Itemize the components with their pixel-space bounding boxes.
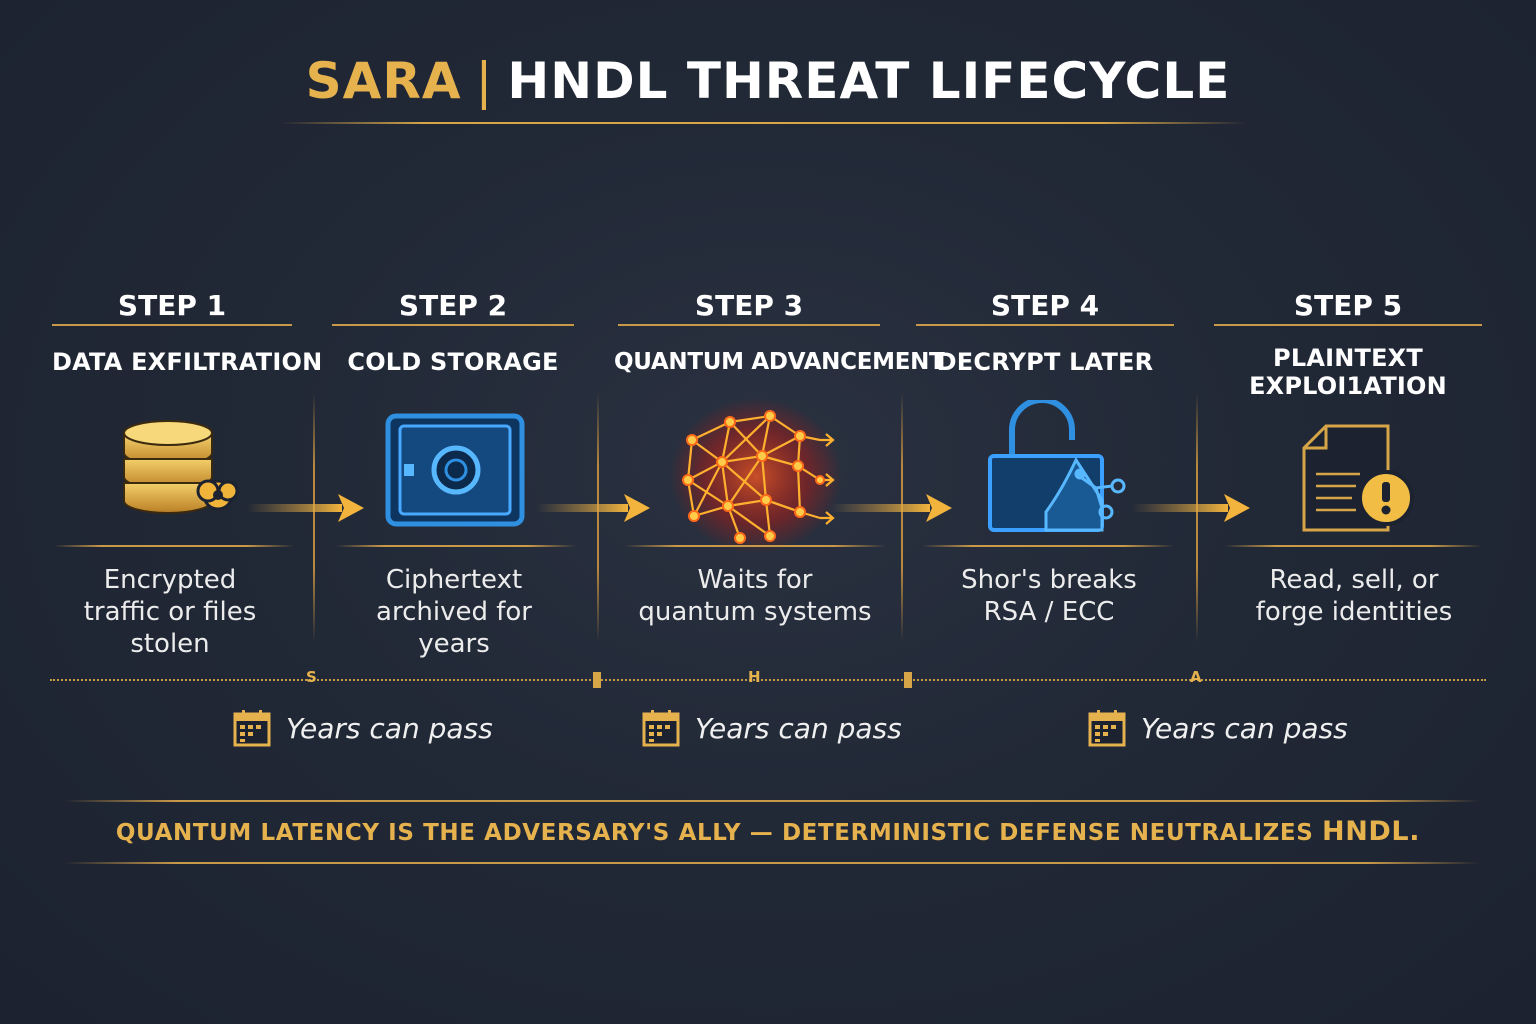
tagline-bottom-rule xyxy=(64,862,1480,864)
timeline-line xyxy=(50,679,1486,681)
step-divider xyxy=(1196,392,1198,642)
title-text: HNDL THREAT LIFECYCLE xyxy=(507,52,1231,110)
calendar-icon xyxy=(642,710,680,747)
step-1-lower-rule xyxy=(54,545,294,547)
desc-line: Waits for xyxy=(697,565,813,595)
desc-line: years xyxy=(418,629,490,659)
step-1-label: STEP 1 xyxy=(117,289,227,322)
flow-arrow xyxy=(246,494,364,522)
step-5-description: Read, sell, or forge identities xyxy=(1220,564,1488,628)
step-1-name: DATA EXFILTRATION xyxy=(52,348,323,376)
step-5-name-line-2: EXPLOI1ATION xyxy=(1249,372,1447,400)
step-5-rule xyxy=(1214,324,1482,326)
tagline: QUANTUM LATENCY IS THE ADVERSARY'S ALLY … xyxy=(0,816,1536,847)
timeline-letter: S xyxy=(306,668,317,686)
step-4: STEP 4 DECRYPT LATER xyxy=(916,288,1174,376)
flow-arrow xyxy=(1132,494,1250,522)
step-3: STEP 3 QUANTUM ADVANCEMENT xyxy=(614,288,945,376)
vault-icon xyxy=(385,413,525,527)
step-2: STEP 2 COLD STORAGE xyxy=(332,288,574,376)
step-1-rule xyxy=(52,324,292,326)
step-4-name: DECRYPT LATER xyxy=(936,348,1154,376)
timeline-letter: A xyxy=(1190,668,1202,686)
title-separator: | xyxy=(475,52,494,110)
calendar-icon xyxy=(233,710,271,747)
timeline-tick xyxy=(904,672,912,688)
desc-line: traffic or files xyxy=(83,597,257,627)
years-label: Years can pass xyxy=(695,711,902,745)
desc-line: RSA / ECC xyxy=(983,597,1115,627)
years-can-pass: Years can pass xyxy=(1087,708,1348,748)
step-2-label: STEP 2 xyxy=(398,289,508,322)
years-can-pass: Years can pass xyxy=(641,708,902,748)
step-4-label: STEP 4 xyxy=(990,289,1100,322)
step-3-rule xyxy=(618,324,880,326)
years-label: Years can pass xyxy=(1141,711,1348,745)
timeline-letter: H xyxy=(748,668,761,686)
years-can-pass: Years can pass xyxy=(232,708,493,748)
step-5-name-line-1: PLAINTEXT xyxy=(1273,344,1423,372)
flow-arrow xyxy=(830,494,952,522)
tagline-top-rule xyxy=(64,800,1480,802)
step-2-description: Ciphertext archived for years xyxy=(334,564,574,660)
step-1: STEP 1 DATA EXFILTRATION xyxy=(52,288,323,376)
quantum-network-icon xyxy=(670,398,842,554)
brand-name: SARA xyxy=(305,52,462,110)
flow-arrow xyxy=(536,494,650,522)
unlocked-padlock-icon xyxy=(988,400,1126,532)
desc-line: Shor's breaks xyxy=(961,565,1137,595)
step-3-description: Waits for quantum systems xyxy=(620,564,890,628)
desc-line: Read, sell, or xyxy=(1269,565,1439,595)
step-5: STEP 5 PLAINTEXT EXPLOI1ATION xyxy=(1214,288,1482,400)
calendar-icon xyxy=(1088,710,1126,747)
step-4-rule xyxy=(916,324,1174,326)
tagline-emphasis: HNDL. xyxy=(1322,816,1421,847)
desc-line: quantum systems xyxy=(638,597,872,627)
years-label: Years can pass xyxy=(286,711,493,745)
desc-line: stolen xyxy=(130,629,210,659)
step-1-description: Encrypted traffic or files stolen xyxy=(52,564,288,660)
step-divider xyxy=(901,392,903,642)
desc-line: forge identities xyxy=(1255,597,1453,627)
database-icon xyxy=(123,420,239,514)
page-title: SARA|HNDL THREAT LIFECYCLE xyxy=(0,52,1536,110)
step-3-label: STEP 3 xyxy=(694,289,804,322)
step-5-label: STEP 5 xyxy=(1293,289,1403,322)
step-5-name: PLAINTEXT EXPLOI1ATION xyxy=(1214,344,1482,400)
step-4-lower-rule xyxy=(922,545,1174,547)
step-divider xyxy=(597,392,599,642)
timeline-tick xyxy=(593,672,601,688)
step-5-lower-rule xyxy=(1224,545,1482,547)
step-2-rule xyxy=(332,324,574,326)
desc-line: Encrypted xyxy=(103,565,237,595)
step-2-lower-rule xyxy=(336,545,576,547)
step-3-name: QUANTUM ADVANCEMENT xyxy=(614,349,945,375)
step-2-name: COLD STORAGE xyxy=(347,348,559,376)
document-alert-icon xyxy=(1302,424,1414,532)
desc-line: archived for xyxy=(376,597,532,627)
title-rule xyxy=(280,122,1246,124)
step-3-lower-rule xyxy=(624,545,886,547)
step-4-description: Shor's breaks RSA / ECC xyxy=(920,564,1178,628)
step-divider xyxy=(313,392,315,642)
tagline-text: QUANTUM LATENCY IS THE ADVERSARY'S ALLY … xyxy=(115,820,1323,846)
desc-line: Ciphertext xyxy=(385,565,523,595)
